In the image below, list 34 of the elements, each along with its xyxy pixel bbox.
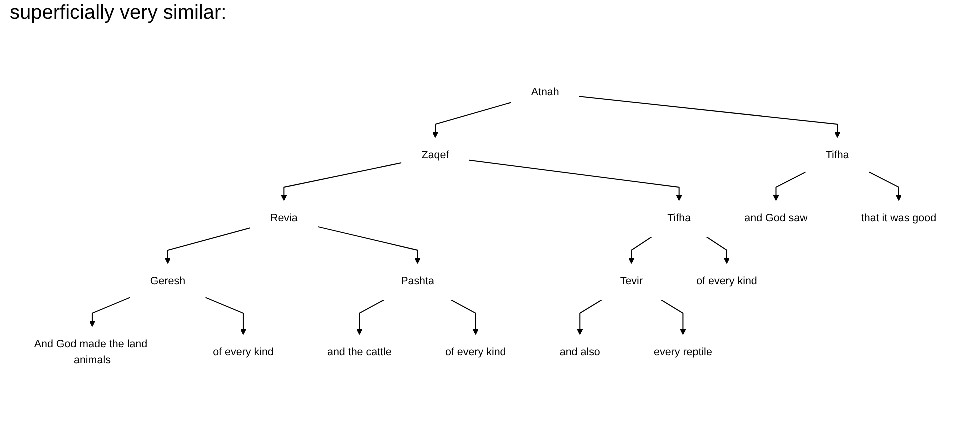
node-text: Tevir [620, 276, 643, 288]
arrow [773, 172, 806, 202]
arrow [205, 297, 246, 336]
node-text: Geresh [150, 276, 186, 288]
node-text: And God made the land animals [34, 338, 148, 366]
arrow [706, 236, 730, 264]
arrow [356, 300, 385, 336]
arrow [432, 102, 512, 138]
node-text: Revia [270, 212, 298, 224]
node-text: of every kind [696, 276, 758, 288]
node-text: Zaqef [422, 150, 450, 162]
note-text: superficially very similar: [10, 2, 227, 25]
node-text: Atnah [531, 86, 560, 98]
node-text: Pashta [401, 276, 434, 288]
node-text: and God saw [744, 212, 808, 224]
arrow [661, 300, 686, 336]
node-text: of every kind [445, 346, 506, 358]
arrow [577, 300, 602, 336]
arrow [318, 226, 421, 264]
node-text: every reptile [654, 346, 712, 358]
node-text: Tifha [668, 212, 692, 224]
arrow [281, 162, 402, 202]
arrow [165, 228, 250, 264]
node-text: and also [560, 346, 600, 358]
node-text: Tifha [826, 150, 850, 162]
arrow [869, 172, 902, 202]
arrow [628, 236, 652, 264]
arrow [450, 300, 479, 336]
arrow [469, 160, 682, 202]
node-text: and the cattle [327, 346, 392, 358]
arrow [90, 297, 130, 328]
arrow [579, 96, 841, 138]
node-text: that it was good [861, 212, 937, 224]
node-text: of every kind [213, 346, 274, 358]
